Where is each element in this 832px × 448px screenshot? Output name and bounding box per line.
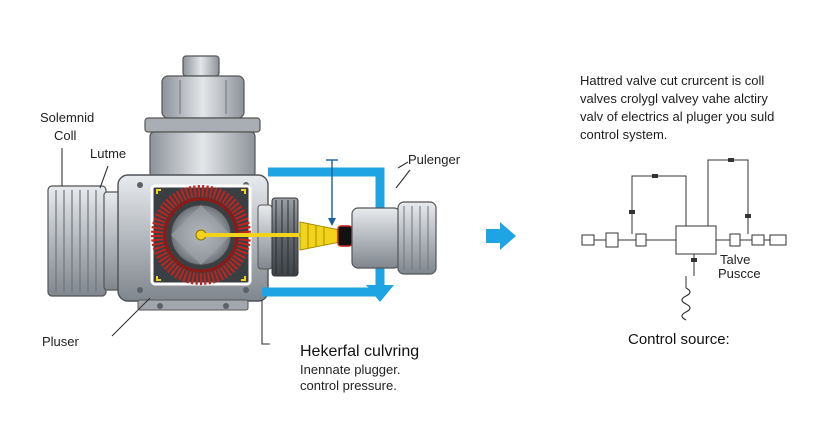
label-valve-line2: Puscce (718, 266, 761, 281)
leader-lines (61, 148, 411, 345)
description-line: control system. (580, 127, 668, 142)
label-solenoid-line1: Solemnid (40, 110, 95, 125)
label-pulenger: Pulenger (408, 152, 461, 167)
callout-line2: control pressure. (300, 378, 397, 393)
label-valve-line1: Talve (720, 252, 751, 267)
schematic-nodes (629, 158, 751, 262)
label-solenoid-line2: Coll (54, 128, 77, 143)
callout-line1: Inennate plugger. (300, 362, 401, 377)
label-control-source: Control source: (628, 331, 730, 348)
description-line: valves crolygl valvey vahe alctiry (580, 91, 768, 106)
arrow-right-icon (486, 222, 516, 250)
spring-icon (681, 287, 691, 321)
right-cap (351, 201, 437, 275)
label-lutme: Lutme (90, 146, 127, 161)
top-cap (144, 55, 261, 178)
description-line: Hattred valve cut crurcent is coll (580, 73, 765, 88)
callout-title: Hekerfal culvring (300, 343, 420, 360)
plunger-rod (201, 221, 353, 251)
control-schematic (581, 159, 787, 288)
left-fitting (47, 185, 127, 297)
label-pluser: Pluser (42, 334, 79, 349)
description-paragraph: Hattred valve cut crurcent is coll valve… (580, 72, 820, 144)
description-line: valv of electrics al pluger you suld (580, 109, 775, 124)
